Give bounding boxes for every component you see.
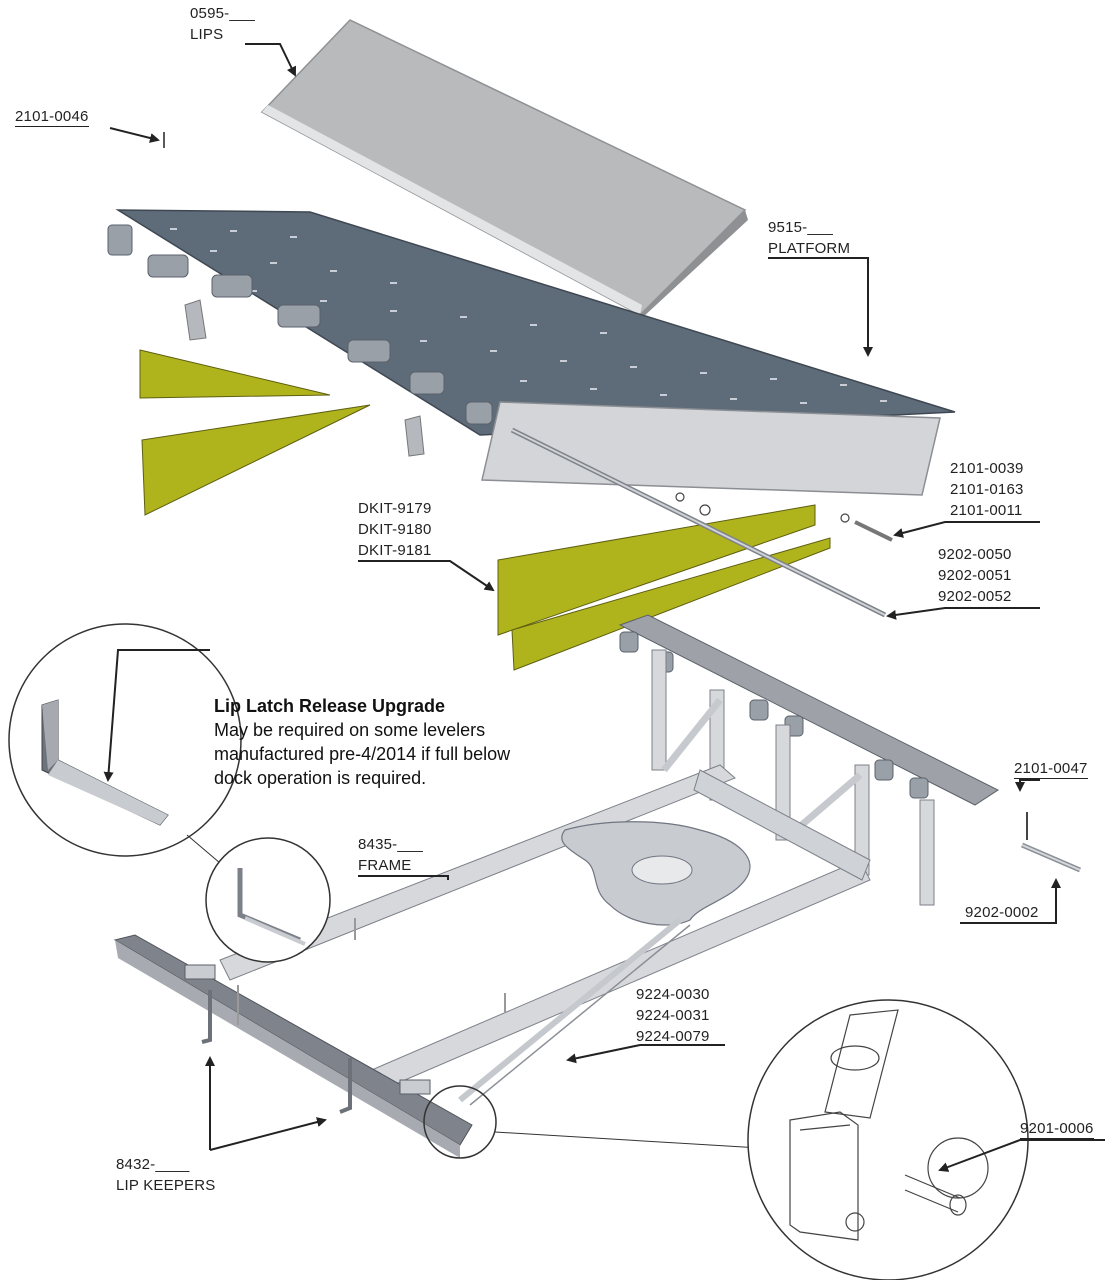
label-lips-part: 0595-___ [190, 5, 255, 22]
hinge-pin-rod [510, 427, 893, 618]
lip-latch-note-body: May be required on some levelers manufac… [214, 720, 511, 788]
label-cylinders: 9224-0030 9224-0031 9224-0079 [636, 984, 710, 1047]
lip-plate [260, 19, 748, 318]
label-lip-keepers: 8432-____ LIP KEEPERS [116, 1154, 215, 1196]
detail-callout-small-bottom [423, 1085, 761, 1159]
pivot-plate [561, 821, 751, 926]
label-hinge-pins-1: 9202-0050 [938, 546, 1012, 563]
label-pin-right-2: 9202-0002 [965, 902, 1039, 923]
label-platform-name: PLATFORM [768, 240, 851, 257]
label-frame: 8435-___ FRAME [358, 834, 423, 876]
label-hinge-pins: 9202-0050 9202-0051 9202-0052 [938, 544, 1012, 607]
label-frame-name: FRAME [358, 857, 412, 874]
label-detail-pin: 9201-0006 [1020, 1118, 1094, 1139]
label-platform-part: 9515-___ [768, 219, 833, 236]
label-lips: 0595-___ LIPS [190, 3, 255, 45]
cylinders [458, 917, 691, 1106]
front-beam [113, 918, 506, 1158]
platform-deck [107, 209, 956, 457]
label-pin-right-part: 2101-0047 [1014, 760, 1088, 779]
right-toe-guards [497, 504, 831, 671]
label-pin-right-2-part: 9202-0002 [965, 904, 1039, 923]
label-hinge-hardware: 2101-0039 2101-0163 2101-0011 [950, 458, 1024, 521]
detail-callout-latch-small [205, 837, 331, 963]
label-lip-keepers-name: LIP KEEPERS [116, 1177, 216, 1194]
label-platform: 9515-___ PLATFORM [768, 217, 850, 259]
label-dkit-2: DKIT-9180 [358, 521, 432, 538]
label-dkit-1: DKIT-9179 [358, 500, 432, 517]
label-cylinders-2: 9224-0031 [636, 1007, 710, 1024]
label-hinge-hardware-3: 2101-0011 [950, 502, 1023, 519]
left-toe-guards [139, 349, 371, 516]
label-pin-top-part: 2101-0046 [15, 108, 89, 127]
lip-latch-note-title: Lip Latch Release Upgrade [214, 696, 446, 716]
label-lip-keepers-part: 8432-____ [116, 1156, 190, 1173]
label-hinge-pins-2: 9202-0051 [938, 567, 1012, 584]
leader-lines [103, 43, 1105, 1172]
label-cylinders-3: 9224-0079 [636, 1028, 710, 1045]
label-frame-part: 8435-___ [358, 836, 423, 853]
label-hinge-hardware-1: 2101-0039 [950, 460, 1024, 477]
label-dkit: DKIT-9179 DKIT-9180 DKIT-9181 [358, 498, 432, 561]
label-detail-pin-part: 9201-0006 [1020, 1120, 1094, 1139]
lip-latch-note: Lip Latch Release Upgrade May be require… [214, 694, 514, 790]
detail-callout-latch [8, 623, 242, 881]
detail-callout-pin [747, 999, 1029, 1280]
label-pin-top: 2101-0046 [15, 106, 89, 127]
right-pin-parts [1021, 812, 1081, 873]
label-hinge-pins-3: 9202-0052 [938, 588, 1012, 605]
frame-rear-beam [618, 614, 1000, 906]
label-pin-right: 2101-0047 [1014, 758, 1088, 779]
label-cylinders-1: 9224-0030 [636, 986, 710, 1003]
label-lips-name: LIPS [190, 26, 224, 43]
label-dkit-3: DKIT-9181 [358, 542, 432, 559]
label-hinge-hardware-2: 2101-0163 [950, 481, 1024, 498]
